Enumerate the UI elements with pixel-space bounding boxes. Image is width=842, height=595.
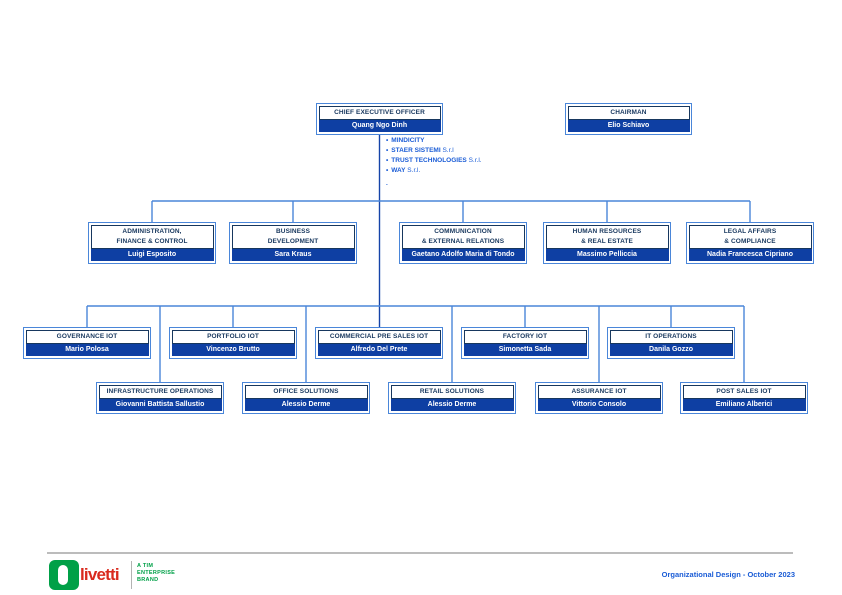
node-person: Sara Kraus	[231, 248, 355, 261]
node-human-resources-real-estate: HUMAN RESOURCES & REAL ESTATE Massimo Pe…	[543, 222, 671, 264]
node-commercial-pre-sales-iot: COMMERCIAL PRE SALES IOT Alfredo Del Pre…	[315, 327, 443, 359]
node-office-solutions: OFFICE SOLUTIONS Alessio Derme	[242, 382, 370, 414]
node-assurance-iot: ASSURANCE IOT Vittorio Consolo	[535, 382, 663, 414]
node-it-operations: IT OPERATIONS Danila Gozzo	[607, 327, 735, 359]
olivetti-o-bar	[58, 565, 68, 585]
subsidiary-name: WAY	[391, 167, 406, 174]
olivetti-o-icon	[49, 560, 79, 590]
node-communication-external-relations: COMMUNICATION & EXTERNAL RELATIONS Gaeta…	[399, 222, 527, 264]
subsidiary-suffix: S.r.l.	[405, 167, 421, 174]
node-person: Vincenzo Brutto	[171, 343, 295, 356]
node-person: Emiliano Alberici	[682, 398, 806, 411]
node-title: FACTORY IOT	[463, 329, 587, 344]
node-person: Danila Gozzo	[609, 343, 733, 356]
node-title: RETAIL SOLUTIONS	[390, 384, 514, 399]
node-governance-iot: GOVERNANCE IOT Mario Polosa	[23, 327, 151, 359]
node-title: COMMERCIAL PRE SALES IOT	[317, 329, 441, 344]
node-title: INFRASTRUCTURE OPERATIONS	[98, 384, 222, 399]
bullet-icon: •	[386, 157, 389, 164]
node-title: GOVERNANCE IOT	[25, 329, 149, 344]
subsidiary-name: TRUST TECHNOLOGIES	[391, 157, 467, 164]
node-person: Simonetta Sada	[463, 343, 587, 356]
brand-divider	[131, 561, 132, 589]
node-infrastructure-operations: INFRASTRUCTURE OPERATIONS Giovanni Batti…	[96, 382, 224, 414]
node-person: Alfredo Del Prete	[317, 343, 441, 356]
node-person: Alessio Derme	[390, 398, 514, 411]
node-person: Vittorio Consolo	[537, 398, 661, 411]
node-title: POST SALES IOT	[682, 384, 806, 399]
node-factory-iot: FACTORY IOT Simonetta Sada	[461, 327, 589, 359]
subsidiary-name: MINDICITY	[391, 137, 425, 144]
subsidiary-item: •TRUST TECHNOLOGIES S.r.l.	[386, 156, 526, 166]
node-title: BUSINESS DEVELOPMENT	[231, 224, 355, 249]
olivetti-logo-text: livetti	[80, 565, 120, 584]
node-title: CHAIRMAN	[567, 105, 690, 120]
node-person: Elio Schiavo	[567, 119, 690, 132]
subsidiaries-list: •MINDICITY •STAER SISTEMI S.r.l •TRUST T…	[386, 136, 526, 189]
node-title: ADMINISTRATION, FINANCE & CONTROL	[90, 224, 214, 249]
node-title: COMMUNICATION & EXTERNAL RELATIONS	[401, 224, 525, 249]
footer-rule	[47, 552, 793, 554]
node-title: ASSURANCE IOT	[537, 384, 661, 399]
subsidiary-suffix: S.r.l	[440, 147, 454, 154]
node-person: Luigi Esposito	[90, 248, 214, 261]
subsidiary-item: •MINDICITY	[386, 136, 526, 146]
trailing-dot: .	[386, 180, 388, 187]
bullet-icon: •	[386, 147, 389, 154]
subsidiary-item: •WAY S.r.l.	[386, 166, 526, 176]
node-title: OFFICE SOLUTIONS	[244, 384, 368, 399]
node-title: IT OPERATIONS	[609, 329, 733, 344]
node-person: Gaetano Adolfo Maria di Tondo	[401, 248, 525, 261]
node-person: Mario Polosa	[25, 343, 149, 356]
node-person: Giovanni Battista Sallustio	[98, 398, 222, 411]
subsidiary-item: •STAER SISTEMI S.r.l	[386, 146, 526, 156]
node-title: CHIEF EXECUTIVE OFFICER	[318, 105, 441, 120]
node-title: PORTFOLIO IOT	[171, 329, 295, 344]
node-portfolio-iot: PORTFOLIO IOT Vincenzo Brutto	[169, 327, 297, 359]
brand-tagline: A TIM ENTERPRISE BRAND	[137, 563, 176, 583]
node-business-development: BUSINESS DEVELOPMENT Sara Kraus	[229, 222, 357, 264]
node-legal-affairs-compliance: LEGAL AFFAIRS & COMPLIANCE Nadia Frances…	[686, 222, 814, 264]
node-administration-finance-control: ADMINISTRATION, FINANCE & CONTROL Luigi …	[88, 222, 216, 264]
footer-caption: Organizational Design - October 2023	[661, 570, 795, 579]
subsidiary-name: STAER SISTEMI	[391, 147, 441, 154]
node-retail-solutions: RETAIL SOLUTIONS Alessio Derme	[388, 382, 516, 414]
node-chairman: CHAIRMAN Elio Schiavo	[565, 103, 692, 135]
node-person: Massimo Pelliccia	[545, 248, 669, 261]
node-person: Alessio Derme	[244, 398, 368, 411]
node-title: LEGAL AFFAIRS & COMPLIANCE	[688, 224, 812, 249]
node-ceo: CHIEF EXECUTIVE OFFICER Quang Ngo Dinh	[316, 103, 443, 135]
bullet-icon: •	[386, 167, 389, 174]
bullet-icon: •	[386, 137, 389, 144]
node-person: Quang Ngo Dinh	[318, 119, 441, 132]
node-post-sales-iot: POST SALES IOT Emiliano Alberici	[680, 382, 808, 414]
subsidiary-suffix: S.r.l.	[466, 157, 482, 164]
node-title: HUMAN RESOURCES & REAL ESTATE	[545, 224, 669, 249]
node-person: Nadia Francesca Cipriano	[688, 248, 812, 261]
